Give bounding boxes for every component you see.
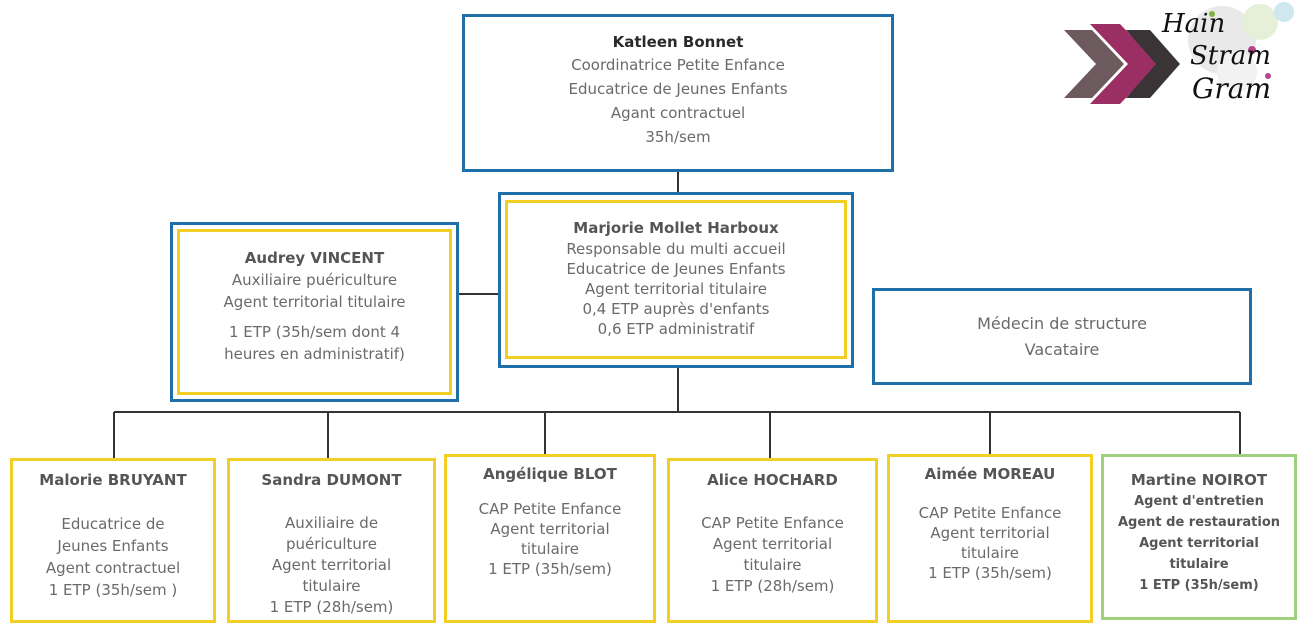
node-coordinator: Katleen Bonnet Coordinatrice Petite Enfa… — [462, 14, 894, 172]
node-line: Agent territorial — [930, 524, 1050, 542]
node-name: Angélique BLOT — [483, 465, 617, 483]
node-line: CAP Petite Enfance — [918, 504, 1062, 522]
node-name: Malorie BRUYANT — [39, 471, 187, 489]
logo-text-2: Stram — [1190, 41, 1271, 71]
node-line: titulaire — [743, 556, 802, 574]
node-line: Educatrice de — [61, 515, 165, 533]
node-line: Auxiliaire puériculture — [231, 271, 398, 289]
node-staff-1: Malorie BRUYANT Educatrice de Jeunes Enf… — [10, 458, 216, 623]
logo-text-3: Gram — [1192, 72, 1271, 105]
node-line: Agent territorial — [712, 535, 833, 553]
node-line: 0,6 ETP administratif — [597, 320, 755, 338]
node-line: 1 ETP (35h/sem) — [488, 560, 612, 578]
node-line: Agent territorial titulaire — [584, 280, 768, 298]
node-line: Agent de restauration — [1117, 515, 1281, 530]
node-line: titulaire — [520, 540, 580, 558]
node-staff-6: Martine NOIROT Agent d'entretien Agent d… — [1101, 454, 1297, 620]
node-line: Coordinatrice Petite Enfance — [571, 56, 785, 74]
node-line: 1 ETP (35h/sem) — [928, 564, 1052, 582]
node-line: Vacataire — [1024, 339, 1100, 359]
node-name: Martine NOIROT — [1130, 471, 1268, 489]
node-side-inner-border — [177, 229, 452, 395]
node-line: titulaire — [960, 544, 1020, 562]
node-line: 1 ETP (28h/sem) — [710, 577, 835, 595]
node-line: 1 ETP (35h/sem) — [1139, 578, 1259, 593]
node-line: 1 ETP (28h/sem) — [269, 598, 394, 616]
node-line: Agent territorial — [271, 556, 392, 574]
node-line: heures en administratif) — [224, 345, 405, 363]
node-line: Responsable du multi accueil — [566, 240, 786, 258]
node-line: CAP Petite Enfance — [478, 500, 622, 518]
node-line: titulaire — [302, 577, 361, 595]
node-name: Marjorie Mollet Harboux — [573, 219, 779, 237]
node-line: Agent territorial — [1139, 536, 1259, 551]
logo-graphic: Hain Stram Gram — [1064, 2, 1294, 105]
node-line: Agant contractuel — [610, 104, 746, 122]
node-line: Agent territorial titulaire — [223, 293, 406, 311]
node-line: 1 ETP (35h/sem ) — [48, 581, 178, 599]
node-line: Agent territorial — [490, 520, 610, 538]
node-line: Jeunes Enfants — [57, 537, 169, 555]
node-line: Médecin de structure — [977, 313, 1147, 333]
logo: Hain Stram Gram — [1062, 0, 1298, 120]
logo-splash — [1188, 2, 1294, 92]
node-name: Aimée MOREAU — [924, 465, 1056, 483]
node-staff-3: Angélique BLOT CAP Petite Enfance Agent … — [444, 454, 656, 623]
node-line: CAP Petite Enfance — [701, 514, 844, 532]
node-name: Audrey VINCENT — [244, 249, 385, 267]
node-side-staff: Audrey VINCENT Auxiliaire puériculture A… — [170, 222, 459, 402]
node-line: Educatrice de Jeunes Enfants — [566, 260, 786, 278]
node-staff-4: Alice HOCHARD CAP Petite Enfance Agent t… — [667, 458, 878, 623]
node-line: puériculture — [286, 535, 377, 553]
node-name: Sandra DUMONT — [261, 471, 402, 489]
node-name: Alice HOCHARD — [707, 471, 838, 489]
node-line: Auxiliaire de — [284, 514, 379, 532]
logo-chevrons — [1064, 24, 1180, 104]
node-line: 0,4 ETP auprès d'enfants — [582, 300, 770, 318]
node-line: Educatrice de Jeunes Enfants — [568, 80, 788, 98]
logo-text-1: Hain — [1161, 9, 1225, 39]
node-name: Katleen Bonnet — [612, 33, 744, 51]
node-manager-inner-border — [505, 200, 847, 359]
node-staff-2: Sandra DUMONT Auxiliaire de puériculture… — [227, 458, 436, 623]
node-staff-5: Aimée MOREAU CAP Petite Enfance Agent te… — [887, 454, 1093, 623]
node-line: titulaire — [1169, 557, 1229, 572]
node-manager: Marjorie Mollet Harboux Responsable du m… — [498, 192, 854, 368]
node-line: 35h/sem — [645, 128, 711, 146]
node-line: 1 ETP (35h/sem dont 4 — [228, 323, 401, 341]
node-doctor: Médecin de structure Vacataire — [872, 288, 1252, 385]
node-line: Agent contractuel — [45, 559, 181, 577]
node-line: Agent d'entretien — [1134, 494, 1264, 509]
